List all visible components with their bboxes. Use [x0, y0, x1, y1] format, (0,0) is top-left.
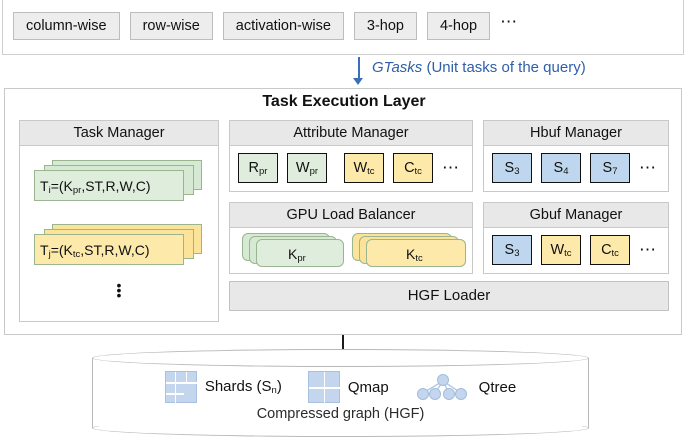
- gpu-kernel-green-front: [256, 239, 344, 267]
- attribute-tag-row: Rpr Wpr Wtc Ctc ⋯: [238, 153, 461, 183]
- task-execution-layer-panel: Task Execution Layer Task Manager Ti=(Kp…: [4, 88, 682, 335]
- gpu-kernel-green-stack[interactable]: Kpr: [242, 233, 352, 269]
- chip-activation-wise[interactable]: activation-wise: [222, 12, 344, 40]
- gtasks-description: (Unit tasks of the query): [422, 59, 586, 76]
- attribute-manager-body: Rpr Wpr Wtc Ctc ⋯: [230, 146, 472, 191]
- gpu-kernel-yellow-stack[interactable]: Ktc: [352, 233, 470, 269]
- hbuf-manager-module: Hbuf Manager S3 S4 S7 ⋯: [483, 120, 669, 192]
- legend-qtree-label: Qtree: [478, 378, 517, 396]
- cylinder-legend-row: Shards (Sn) Qmap: [92, 367, 589, 407]
- task-card-yellow-front: [34, 234, 184, 265]
- legend-shards-label: Shards (Sn): [204, 377, 282, 397]
- scheduling-chip-row: column-wise row-wise activation-wise 3-h…: [13, 11, 678, 41]
- qtree-svg: [416, 374, 467, 400]
- task-card-green-stack[interactable]: Ti=(Kpr,ST,R,W,C): [34, 160, 202, 204]
- gbuf-tag-wtc[interactable]: Wtc: [541, 235, 581, 265]
- gtasks-arrow-head-icon: [353, 78, 363, 85]
- gpu-load-balancer-module: GPU Load Balancer Kpr Ktc: [229, 202, 473, 274]
- task-card-green-front: [34, 170, 184, 201]
- qmap-grid-icon: [307, 371, 341, 404]
- task-manager-title: Task Manager: [20, 121, 218, 146]
- cylinder-top-ellipse: [92, 349, 589, 367]
- task-manager-module: Task Manager Ti=(Kpr,ST,R,W,C) Tj=(Ktc,S…: [19, 120, 219, 322]
- attribute-more-ellipsis: ⋯: [442, 158, 461, 177]
- gpu-load-balancer-title: GPU Load Balancer: [230, 203, 472, 228]
- gtasks-term: GTasks: [372, 59, 423, 76]
- legend-qtree: Qtree: [415, 373, 517, 401]
- task-manager-body: Ti=(Kpr,ST,R,W,C) Tj=(Ktc,ST,R,W,C) •••: [20, 146, 218, 322]
- task-card-yellow-stack[interactable]: Tj=(Ktc,ST,R,W,C): [34, 224, 202, 268]
- attribute-manager-module: Attribute Manager Rpr Wpr Wtc Ctc ⋯: [229, 120, 473, 192]
- gbuf-tag-ctc[interactable]: Ctc: [590, 235, 630, 265]
- task-execution-layer-title: Task Execution Layer: [262, 93, 426, 110]
- attribute-tag-rpr[interactable]: Rpr: [238, 153, 278, 183]
- hbuf-more-ellipsis: ⋯: [639, 158, 658, 177]
- cylinder-caption: Compressed graph (HGF): [256, 406, 425, 422]
- compressed-graph-cylinder: Shards (Sn) Qmap: [92, 349, 589, 437]
- attribute-manager-title: Attribute Manager: [230, 121, 472, 146]
- chip-column-wise[interactable]: column-wise: [13, 12, 120, 40]
- task-scheduling-layer-panel: Task Scheduling Layer column-wise row-wi…: [2, 0, 684, 55]
- hbuf-tag-s3[interactable]: S3: [492, 153, 532, 183]
- qtree-icon: [415, 373, 471, 401]
- hbuf-tag-s4[interactable]: S4: [541, 153, 581, 183]
- gbuf-tag-s3[interactable]: S3: [492, 235, 532, 265]
- chip-3-hop[interactable]: 3-hop: [353, 12, 417, 40]
- hbuf-manager-title: Hbuf Manager: [484, 121, 668, 146]
- attribute-tag-wpr[interactable]: Wpr: [287, 153, 327, 183]
- gpu-kernel-yellow-front: [366, 239, 466, 267]
- gbuf-manager-module: Gbuf Manager S3 Wtc Ctc ⋯: [483, 202, 669, 274]
- task-card-green-label: Ti=(Kpr,ST,R,W,C): [40, 178, 151, 197]
- gpu-kernel-yellow-label: Ktc: [406, 246, 423, 265]
- shards-grid-icon: [164, 371, 198, 404]
- legend-qmap-label: Qmap: [347, 378, 389, 396]
- hgf-loader-bar[interactable]: HGF Loader: [229, 281, 669, 311]
- gbuf-manager-body: S3 Wtc Ctc ⋯: [484, 228, 668, 273]
- attribute-tag-ctc[interactable]: Ctc: [393, 153, 433, 183]
- gbuf-manager-title: Gbuf Manager: [484, 203, 668, 228]
- gbuf-more-ellipsis: ⋯: [639, 240, 658, 259]
- hbuf-tag-s7[interactable]: S7: [590, 153, 630, 183]
- chip-row-wise[interactable]: row-wise: [129, 12, 213, 40]
- task-card-yellow-label: Tj=(Ktc,ST,R,W,C): [40, 242, 150, 261]
- hbuf-manager-body: S3 S4 S7 ⋯: [484, 146, 668, 191]
- cylinder-bottom-ellipse: [92, 419, 589, 437]
- attribute-tag-wtc[interactable]: Wtc: [344, 153, 384, 183]
- chip-4-hop[interactable]: 4-hop: [426, 12, 491, 40]
- task-manager-more-ellipsis: •••: [116, 277, 122, 303]
- gpu-kernel-green-label: Kpr: [288, 246, 306, 265]
- legend-qmap: Qmap: [307, 371, 389, 404]
- gtasks-arrow-line: [358, 57, 360, 81]
- scheduling-more-ellipsis: ⋯: [500, 12, 520, 31]
- hbuf-tag-row: S3 S4 S7 ⋯: [492, 153, 658, 183]
- gbuf-tag-row: S3 Wtc Ctc ⋯: [492, 235, 658, 265]
- storage-connector-line: [342, 335, 344, 352]
- legend-shards: Shards (Sn): [164, 371, 282, 404]
- gtasks-label: GTasks (Unit tasks of the query): [372, 59, 586, 76]
- gpu-load-balancer-body: Kpr Ktc: [230, 228, 472, 273]
